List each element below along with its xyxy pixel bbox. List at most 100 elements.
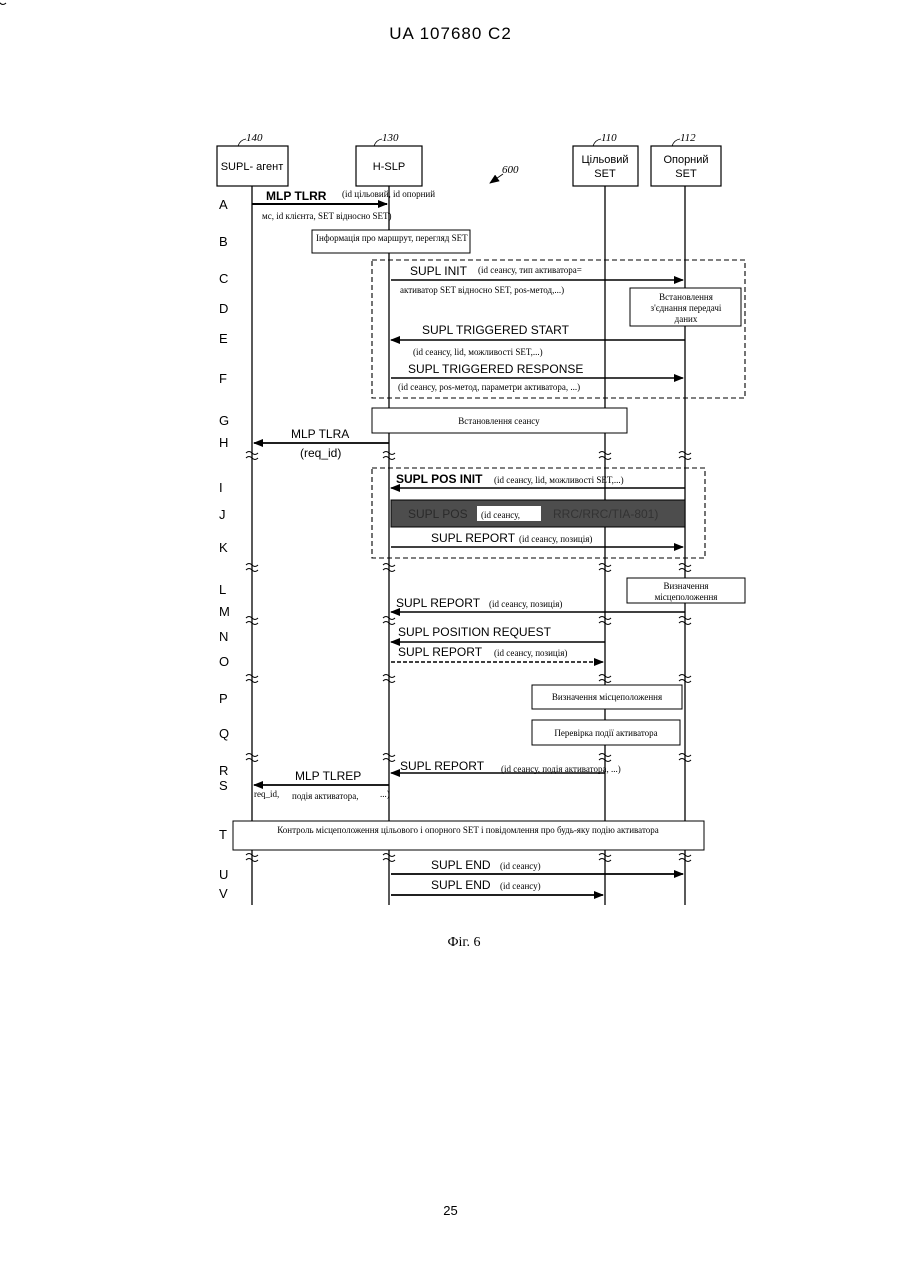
message-v-params: (id сеансу): [500, 881, 541, 891]
row-letter-k: K: [219, 540, 228, 555]
message-j-protocols: RRC/RRC/TIA-801): [553, 507, 658, 521]
entity-target-set: Цільовий SET: [573, 146, 638, 186]
box-p-location-determination: Визначення місцеположення: [532, 685, 682, 709]
break-mark: [0, 0, 6, 5]
message-f-params: (id сеансу, pos-метод, параметри активат…: [398, 382, 580, 392]
row-letter-f: F: [219, 371, 227, 386]
message-n-label: SUPL POSITION REQUEST: [398, 625, 552, 639]
message-h-label: MLP TLRA: [291, 427, 349, 441]
box-b-text: Інформація про маршрут, перегляд SET: [316, 233, 468, 243]
message-i-supl-pos-init: SUPL POS INIT (id сеансу, lid, можливост…: [391, 472, 685, 488]
message-s-params-3: ...): [380, 789, 390, 799]
message-u-label: SUPL END: [431, 858, 491, 872]
box-d-line-3: даних: [675, 314, 698, 324]
message-a-params-2: мс, id клієнта, SET відносно SET): [262, 211, 392, 221]
row-letter-c: C: [219, 271, 228, 286]
message-u-params: (id сеансу): [500, 861, 541, 871]
message-c-params-2: активатор SET відносно SET, pos-метод,..…: [400, 285, 564, 295]
row-letter-i: I: [219, 480, 223, 495]
row-letters: A B C D E F G H I J K L M N O P Q R S T …: [219, 197, 230, 901]
ref-110: 110: [601, 132, 617, 144]
message-s-label: MLP TLREP: [295, 769, 361, 783]
message-e-label: SUPL TRIGGERED START: [422, 323, 570, 337]
message-c-params-1: (id сеансу, тип активатора=: [478, 265, 582, 275]
box-q-text: Перевірка події активатора: [554, 728, 657, 738]
message-r-label: SUPL REPORT: [400, 759, 485, 773]
entity-h-slp: H-SLP: [356, 146, 422, 186]
ref-112: 112: [680, 132, 696, 144]
row-letter-b: B: [219, 234, 228, 249]
row-letter-j: J: [219, 507, 226, 522]
message-u-supl-end: SUPL END (id сеансу): [391, 858, 683, 874]
row-letter-u: U: [219, 867, 228, 882]
entity-target-set-label-1: Цільовий: [582, 154, 629, 166]
message-s-mlp-tlrep: MLP TLREP req_id, подія активатора, ...): [254, 769, 390, 801]
entity-reference-set: Опорний SET: [651, 146, 721, 186]
box-l-line-2: місцеположення: [655, 592, 718, 602]
row-letter-r: R: [219, 763, 228, 778]
entity-target-set-label-2: SET: [594, 168, 616, 180]
row-letter-t: T: [219, 827, 227, 842]
box-l-location-determination: Визначення місцеположення: [627, 578, 745, 603]
message-s-params-2: подія активатора,: [292, 791, 358, 801]
row-letter-q: Q: [219, 726, 229, 741]
message-h-mlp-tlra: MLP TLRA (req_id): [254, 427, 389, 460]
row-letter-d: D: [219, 301, 228, 316]
box-l-line-1: Визначення: [663, 581, 708, 591]
message-j-label: SUPL POS: [408, 507, 468, 521]
message-n-supl-position-request: SUPL POSITION REQUEST: [391, 625, 605, 642]
row-letter-s: S: [219, 778, 228, 793]
box-b-route-info: Інформація про маршрут, перегляд SET: [312, 230, 470, 253]
entity-h-slp-label: H-SLP: [373, 161, 405, 173]
page-number: 25: [0, 1203, 901, 1218]
box-q-trigger-check: Перевірка події активатора: [532, 720, 680, 745]
row-letter-m: M: [219, 604, 230, 619]
entity-supl-agent-label: SUPL- агент: [221, 161, 284, 173]
message-j-supl-pos: SUPL POS (id сеансу, RRC/RRC/TIA-801): [391, 500, 685, 527]
message-a-mlp-tlrr: MLP TLRR (id цільовий, id опорний мс, id…: [252, 189, 435, 221]
box-d-data-connection: Встановлення з'єднання передачі даних: [630, 288, 741, 326]
row-letter-n: N: [219, 629, 228, 644]
entity-supl-agent: SUPL- агент: [217, 146, 288, 186]
row-letter-g: G: [219, 413, 229, 428]
message-f-supl-triggered-response: SUPL TRIGGERED RESPONSE (id сеансу, pos-…: [391, 362, 683, 392]
message-o-label: SUPL REPORT: [398, 645, 483, 659]
row-letter-e: E: [219, 331, 228, 346]
message-i-label: SUPL POS INIT: [396, 472, 483, 486]
message-k-params: (id сеансу, позиція): [519, 534, 592, 544]
message-m-params: (id сеансу, позиція): [489, 599, 562, 609]
message-r-params: (id сеансу, подія активатора, ...): [501, 764, 621, 774]
message-r-supl-report: SUPL REPORT (id сеансу, подія активатора…: [391, 759, 621, 774]
message-v-label: SUPL END: [431, 878, 491, 892]
message-e-params: (id сеансу, lid, можливості SET,...): [413, 347, 543, 357]
message-c-label: SUPL INIT: [410, 264, 468, 278]
message-e-supl-triggered-start: SUPL TRIGGERED START (id сеансу, lid, мо…: [391, 323, 685, 357]
entity-reference-set-label-1: Опорний: [663, 154, 708, 166]
message-j-params: (id сеансу,: [481, 510, 520, 520]
box-d-line-2: з'єднання передачі: [651, 303, 722, 313]
row-letter-o: O: [219, 654, 229, 669]
entity-reference-set-label-2: SET: [675, 168, 697, 180]
row-letter-v: V: [219, 886, 228, 901]
message-a-params-1: (id цільовий, id опорний: [342, 189, 435, 199]
box-g-session-setup: Встановлення сеансу: [372, 408, 627, 433]
message-k-label: SUPL REPORT: [431, 531, 516, 545]
message-k-supl-report: SUPL REPORT (id сеансу, позиція): [391, 531, 683, 547]
box-p-text: Визначення місцеположення: [552, 692, 662, 702]
ref-130: 130: [382, 132, 399, 144]
message-m-label: SUPL REPORT: [396, 596, 481, 610]
row-letter-l: L: [219, 582, 226, 597]
row-letter-h: H: [219, 435, 228, 450]
row-letter-a: A: [219, 197, 228, 212]
figure-caption: Фіг. 6: [447, 935, 480, 950]
message-v-supl-end: SUPL END (id сеансу): [391, 878, 603, 895]
message-h-params: (req_id): [300, 446, 341, 460]
ref-140: 140: [246, 132, 263, 144]
message-o-supl-report: SUPL REPORT (id сеансу, позиція): [391, 645, 603, 662]
message-i-params: (id сеансу, lid, можливості SET,...): [494, 475, 624, 485]
box-d-line-1: Встановлення: [659, 292, 713, 302]
row-letter-p: P: [219, 691, 228, 706]
box-t-monitoring: Контроль місцеположення цільового і опор…: [233, 821, 704, 850]
box-t-text: Контроль місцеположення цільового і опор…: [277, 825, 659, 835]
